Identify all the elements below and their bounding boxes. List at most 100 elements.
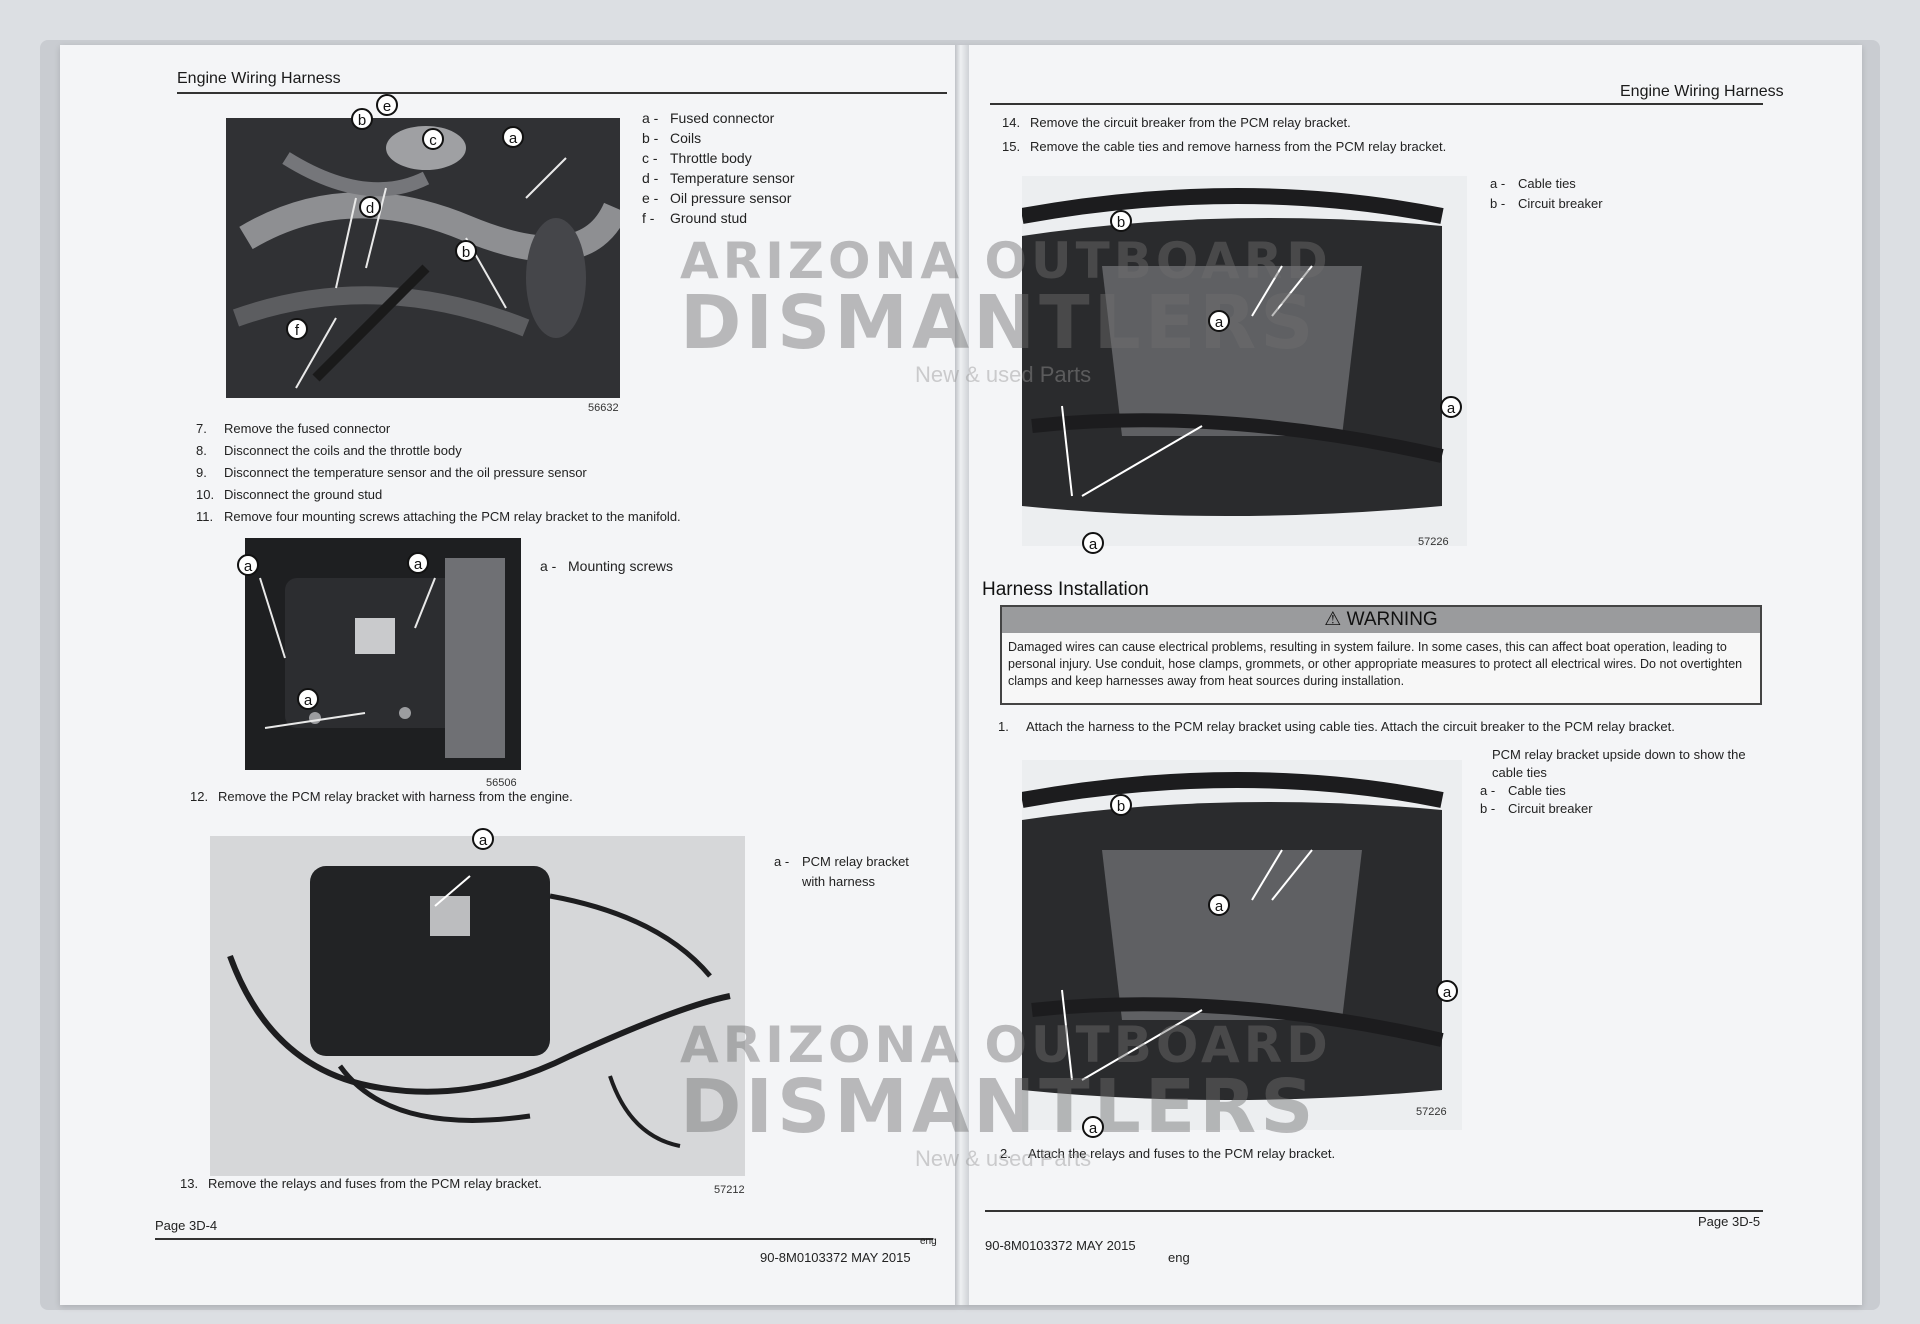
legend-label: Cable ties bbox=[1518, 176, 1576, 191]
step-number: 12. bbox=[190, 789, 209, 804]
step-number: 1. bbox=[998, 719, 1009, 734]
figure-number: 57226 bbox=[1416, 1106, 1447, 1118]
step-item: 2. Attach the relays and fuses to the PCM… bbox=[1000, 1146, 1335, 1161]
callout-b: b bbox=[351, 108, 373, 130]
figure3-legend: a -PCM relay bracket with harness bbox=[774, 852, 934, 892]
step-item: 14. Remove the circuit breaker from the P… bbox=[1002, 115, 1351, 130]
callout-d: d bbox=[359, 196, 381, 218]
harness-photo-graphic bbox=[210, 836, 745, 1176]
step-item: 9.Disconnect the temperature sensor and … bbox=[196, 465, 587, 480]
legend-key: a - bbox=[1480, 783, 1496, 798]
step-item: 13. Remove the relays and fuses from the … bbox=[180, 1176, 542, 1191]
step-text: Remove four mounting screws attaching th… bbox=[224, 509, 681, 524]
right-lang: eng bbox=[1168, 1250, 1190, 1265]
step-item: 8.Disconnect the coils and the throttle … bbox=[196, 443, 462, 458]
watermark-line1: ARIZONA OUTBOARD bbox=[680, 232, 1332, 290]
legend-item: b -Coils bbox=[642, 128, 795, 148]
callout-b: b bbox=[1110, 794, 1132, 816]
figure-number: 56506 bbox=[486, 777, 517, 789]
right-doc-number: 90-8M0103372 MAY 2015 bbox=[985, 1238, 1136, 1253]
callout-a: a bbox=[1208, 894, 1230, 916]
upside-down-photo-graphic bbox=[1022, 760, 1462, 1130]
legend-label: Throttle body bbox=[670, 150, 752, 166]
legend-label: Circuit breaker bbox=[1518, 196, 1603, 211]
figure-pcm-bracket-harness-photo bbox=[210, 836, 745, 1176]
warning-triangle-icon: ⚠ bbox=[1324, 609, 1342, 630]
legend-item: c - Throttle body bbox=[642, 148, 795, 168]
legend-key: e - bbox=[642, 190, 659, 206]
legend-label: Ground stud bbox=[670, 210, 748, 226]
watermark-line3: New & used Parts bbox=[915, 1146, 1092, 1171]
legend-item: a -PCM relay bracket with harness bbox=[774, 852, 934, 892]
callout-a: a bbox=[1436, 980, 1458, 1002]
warning-box: ⚠ WARNING Damaged wires can cause electr… bbox=[1000, 605, 1762, 705]
legend-key: a - bbox=[774, 854, 790, 869]
callout-a: a bbox=[502, 126, 524, 148]
legend-key: c - bbox=[642, 150, 658, 166]
figure1-legend: a - Fused connector b -Coils c - Throttle … bbox=[642, 108, 795, 228]
figure5-legend: PCM relay bracket upside down to show th… bbox=[1480, 746, 1760, 818]
legend-label: Coils bbox=[670, 130, 702, 146]
figure-number: 56632 bbox=[588, 402, 619, 414]
figure-number: 57212 bbox=[714, 1184, 745, 1196]
step-number: 7. bbox=[196, 421, 207, 436]
watermark-line1: ARIZONA OUTBOARD bbox=[680, 1016, 1332, 1074]
callout-a: a bbox=[297, 688, 319, 710]
right-page-header: Engine Wiring Harness bbox=[1620, 83, 1784, 100]
legend-item: f -Ground stud bbox=[642, 208, 795, 228]
legend-key: a - bbox=[540, 558, 557, 574]
legend-label: Cable ties bbox=[1508, 783, 1566, 798]
step-number: 10. bbox=[196, 487, 215, 502]
legend-item: b -Circuit breaker bbox=[1480, 800, 1760, 818]
step-item: 10. Disconnect the ground stud bbox=[196, 487, 382, 502]
legend-item: b -Circuit breaker bbox=[1490, 194, 1603, 214]
step-number: 15. bbox=[1002, 139, 1021, 154]
step-text: Attach the harness to the PCM relay brac… bbox=[1026, 719, 1675, 734]
watermark-line3: New & used Parts bbox=[915, 362, 1092, 387]
watermark-line2: DISMANTLERS bbox=[680, 1064, 1318, 1150]
step-text: Disconnect the ground stud bbox=[224, 487, 383, 502]
legend-label: Fused connector bbox=[670, 110, 775, 126]
step-text: Remove the cable ties and remove harness… bbox=[1030, 139, 1447, 154]
figure-caption: PCM relay bracket upside down to show th… bbox=[1492, 747, 1746, 780]
step-item: 15. Remove the cable ties and remove harn… bbox=[1002, 139, 1446, 154]
warning-header: ⚠ WARNING bbox=[1002, 607, 1760, 633]
cable-ties-photo-graphic bbox=[1022, 176, 1467, 546]
callout-a: a bbox=[472, 828, 494, 850]
callout-a: a bbox=[237, 554, 259, 576]
section-title: Harness Installation bbox=[982, 579, 1149, 600]
legend-key: d - bbox=[642, 170, 659, 186]
step-number: 14. bbox=[1002, 115, 1021, 130]
callout-a: a bbox=[1440, 396, 1462, 418]
step-text: Remove the PCM relay bracket with harnes… bbox=[218, 789, 573, 804]
legend-item: a - Mounting screws bbox=[540, 556, 673, 576]
figure2-legend: a - Mounting screws bbox=[540, 556, 673, 576]
legend-key: a - bbox=[1490, 176, 1506, 191]
callout-e: e bbox=[376, 94, 398, 116]
callout-f: f bbox=[286, 318, 308, 340]
legend-label: Circuit breaker bbox=[1508, 801, 1593, 816]
legend-label: Oil pressure sensor bbox=[670, 190, 792, 206]
figure-mounting-screws-photo bbox=[245, 538, 521, 770]
legend-label: Mounting screws bbox=[568, 558, 674, 574]
figure-bracket-upside-down-photo bbox=[1022, 760, 1462, 1130]
book-spine bbox=[955, 45, 969, 1305]
step-item: 7.Remove the fused connector bbox=[196, 421, 390, 436]
step-item: 11.Remove four mounting screws attaching… bbox=[196, 509, 681, 524]
callout-a: a bbox=[1208, 310, 1230, 332]
callout-a: a bbox=[1082, 1116, 1104, 1138]
right-footer-rule bbox=[985, 1210, 1763, 1212]
step-number: 2. bbox=[1000, 1146, 1011, 1161]
step-text: Remove the circuit breaker from the PCM … bbox=[1030, 115, 1351, 130]
step-text: Attach the relays and fuses to the PCM r… bbox=[1028, 1146, 1336, 1161]
callout-b: b bbox=[455, 240, 477, 262]
legend-label: Temperature sensor bbox=[670, 170, 795, 186]
left-footer-rule bbox=[155, 1238, 933, 1240]
callout-a: a bbox=[407, 552, 429, 574]
step-text: Remove the relays and fuses from the PCM… bbox=[208, 1176, 542, 1191]
step-number: 9. bbox=[196, 465, 207, 480]
left-header-rule bbox=[177, 92, 947, 94]
callout-c: c bbox=[422, 128, 444, 150]
step-number: 13. bbox=[180, 1176, 199, 1191]
legend-key: a - bbox=[642, 110, 659, 126]
